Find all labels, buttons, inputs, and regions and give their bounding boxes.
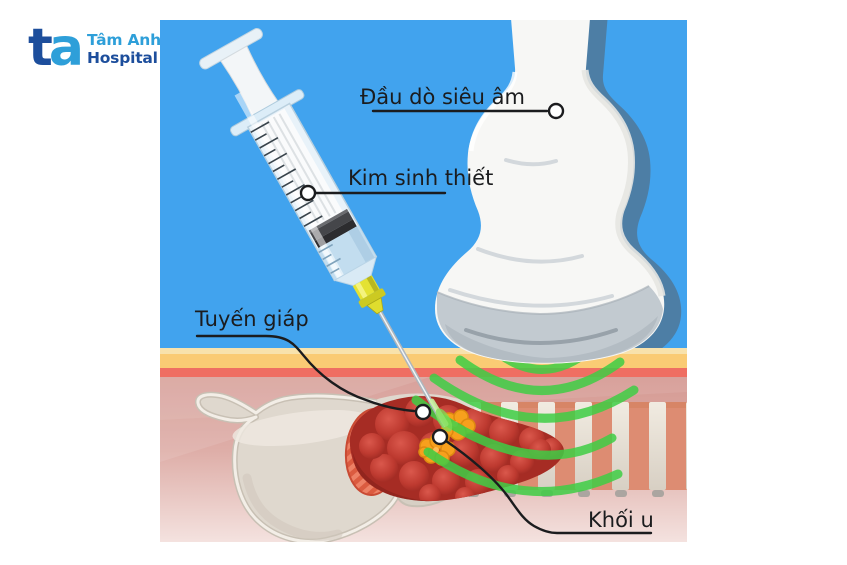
needle-tip-glow xyxy=(429,398,453,432)
callout-dot-thyroid xyxy=(414,403,432,421)
hospital-name-line1: Tâm Anh xyxy=(86,31,161,49)
callout-biopsy-needle: Kim sinh thiết xyxy=(299,166,493,202)
ultrasound-waves xyxy=(411,341,639,497)
callout-tumor: Khối u xyxy=(431,428,654,535)
probe-face xyxy=(437,286,663,363)
callout-dot-tumor xyxy=(431,428,449,446)
callouts: Đầu dò siêu âm Kim sinh thiết Tuyến giáp… xyxy=(194,85,654,535)
label-tumor: Khối u xyxy=(588,508,654,532)
logo-letter-a: a xyxy=(48,18,84,78)
hospital-logo-mark: ta xyxy=(28,22,84,74)
hospital-logo-name: Tâm Anh Hospital xyxy=(87,31,161,67)
label-ultrasound-probe: Đầu dò siêu âm xyxy=(360,85,525,109)
ultrasound-probe xyxy=(435,20,666,364)
hospital-name-line2: Hospital xyxy=(86,49,158,67)
logo-letter-t: t xyxy=(28,18,53,78)
label-biopsy-needle: Kim sinh thiết xyxy=(348,166,493,190)
callout-dot-probe xyxy=(547,102,565,120)
callout-thyroid-gland: Tuyến giáp xyxy=(194,307,432,421)
callout-ultrasound-probe: Đầu dò siêu âm xyxy=(360,85,565,120)
hospital-logo: ta Tâm Anh Hospital xyxy=(28,22,161,74)
callout-dot-needle xyxy=(299,184,317,202)
label-thyroid-gland: Tuyến giáp xyxy=(194,307,309,331)
